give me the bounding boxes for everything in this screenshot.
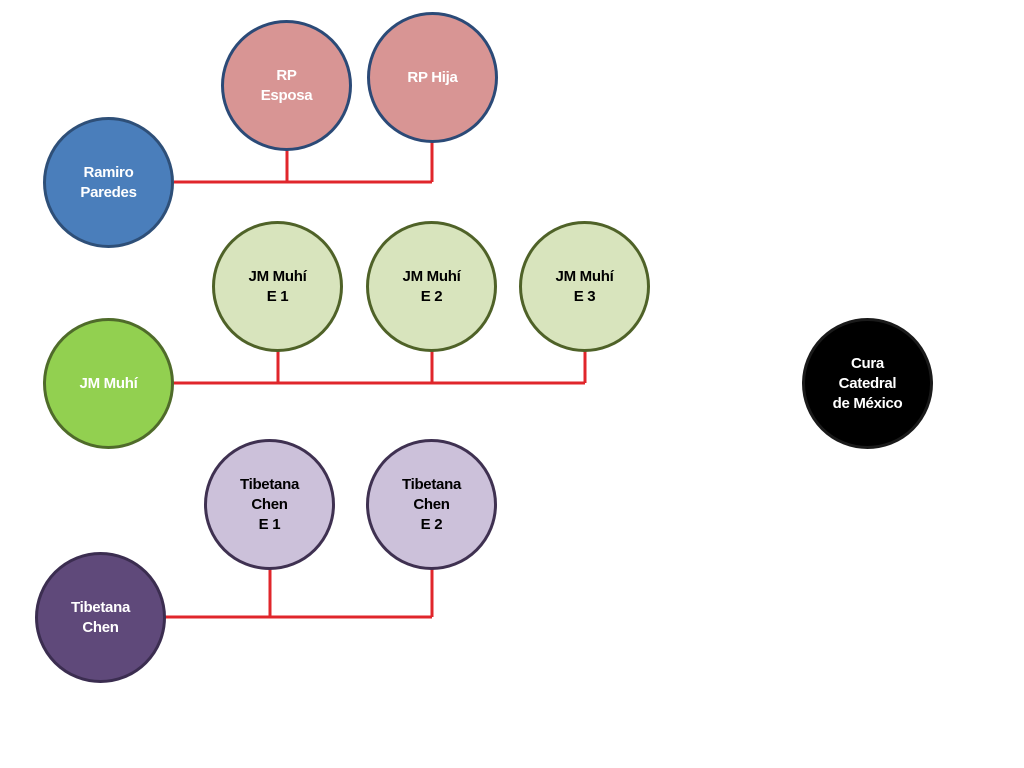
- connector-jm-group: [174, 351, 587, 385]
- node-tibetana-chen-e1: Tibetana Chen E 1: [204, 439, 335, 570]
- connector-tibetana-group: [165, 569, 434, 619]
- node-jm-muhi-e3: JM Muhí E 3: [519, 221, 650, 352]
- node-jm-muhi-e1: JM Muhí E 1: [212, 221, 343, 352]
- node-tibetana-chen-e2: Tibetana Chen E 2: [366, 439, 497, 570]
- node-tibetana-chen: Tibetana Chen: [35, 552, 166, 683]
- node-rp-hija: RP Hija: [367, 12, 498, 143]
- node-cura-catedral: Cura Catedral de México: [802, 318, 933, 449]
- connector-ramiro-group: [174, 142, 434, 184]
- node-jm-muhi: JM Muhí: [43, 318, 174, 449]
- node-rp-esposa: RP Esposa: [221, 20, 352, 151]
- node-jm-muhi-e2: JM Muhí E 2: [366, 221, 497, 352]
- node-ramiro-paredes: Ramiro Paredes: [43, 117, 174, 248]
